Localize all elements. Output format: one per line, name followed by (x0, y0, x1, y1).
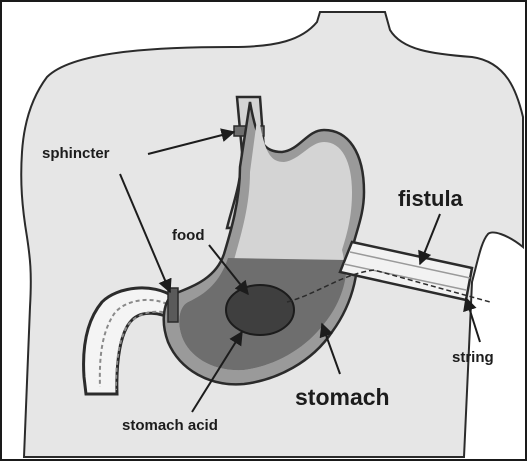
label-sphincter: sphincter (42, 145, 110, 162)
food-bolus (226, 285, 294, 335)
label-string: string (452, 349, 494, 366)
pyloric-sphincter-band (168, 288, 178, 322)
label-stomach-acid: stomach acid (122, 417, 218, 434)
label-food: food (172, 227, 204, 244)
label-fistula: fistula (398, 186, 464, 211)
label-stomach: stomach (295, 384, 390, 410)
